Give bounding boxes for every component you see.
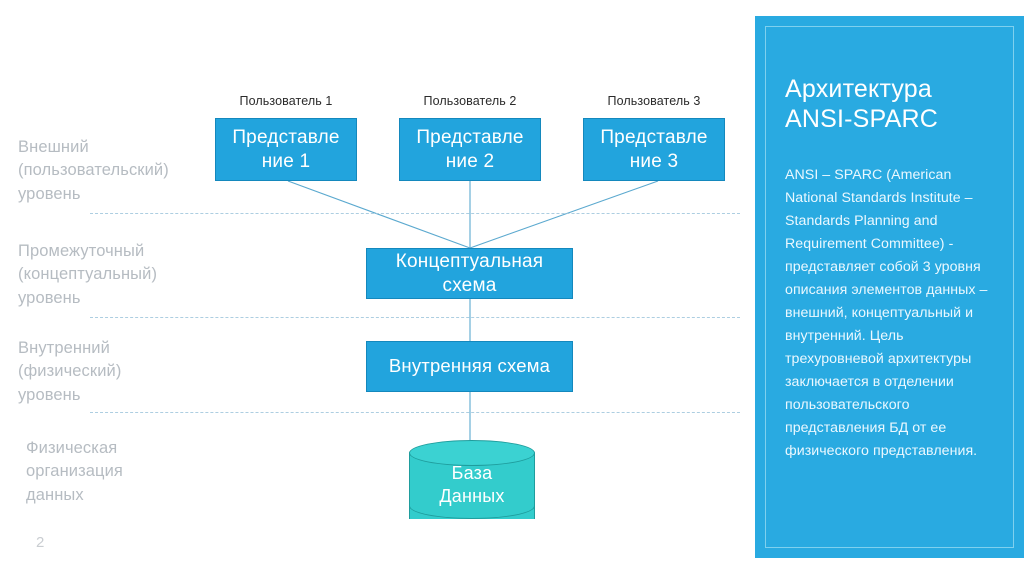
database-label: База Данных (439, 463, 505, 507)
cylinder-bottom-cap (409, 493, 535, 519)
level-label-physical: Физическая организация данных (26, 439, 123, 504)
connector-view3-conceptual (469, 180, 659, 249)
level-label-conceptual: Промежуточный (концептуальный) уровень (18, 242, 158, 307)
page-number: 2 (36, 534, 45, 551)
connector-view1-conceptual (287, 180, 471, 249)
divider-conceptual-internal (90, 317, 740, 318)
user-caption-2: Пользователь 2 (423, 94, 517, 108)
panel-title: Архитектура ANSI-SPARC (785, 75, 938, 133)
panel-body-text: ANSI – SPARC (American National Standard… (785, 167, 988, 459)
conceptual-schema-box[interactable]: Концептуальная схема (366, 248, 573, 299)
user-caption-3: Пользователь 3 (607, 94, 701, 108)
view-box-3[interactable]: Представле ние 3 (583, 118, 725, 181)
cylinder-top-ellipse (409, 440, 535, 466)
user-caption-1: Пользователь 1 (239, 94, 333, 108)
divider-external-conceptual (90, 213, 740, 214)
level-label-internal: Внутренний (физический) уровень (18, 339, 122, 404)
database-cylinder[interactable]: База Данных (409, 440, 535, 532)
view-box-2[interactable]: Представле ние 2 (399, 118, 541, 181)
divider-internal-physical (90, 412, 740, 413)
internal-schema-box[interactable]: Внутренняя схема (366, 341, 573, 392)
side-panel: Архитектура ANSI-SPARC ANSI – SPARC (Ame… (755, 16, 1024, 558)
view-box-1[interactable]: Представле ние 1 (215, 118, 357, 181)
level-label-external: Внешний (пользовательский) уровень (18, 138, 169, 203)
